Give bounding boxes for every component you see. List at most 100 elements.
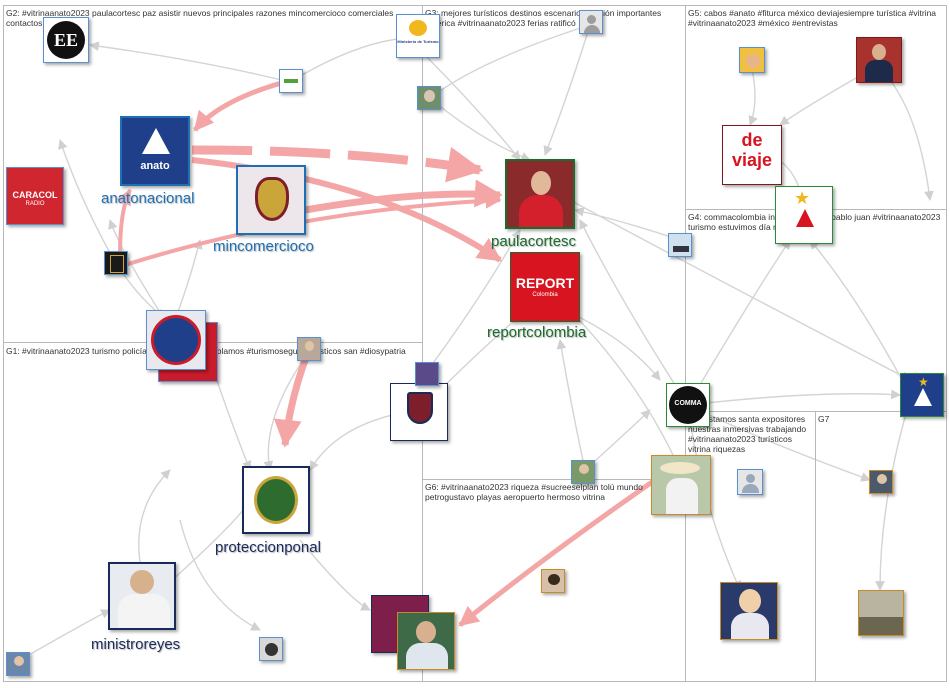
police-emblem-icon bbox=[254, 476, 298, 524]
avatar-body-icon bbox=[584, 25, 600, 33]
person-photo bbox=[265, 643, 278, 656]
node-brco[interactable] bbox=[104, 251, 128, 275]
edge-brco-anato bbox=[116, 188, 132, 256]
mintur-logo bbox=[409, 20, 427, 36]
cartoon-face bbox=[746, 54, 760, 68]
node-small-purple[interactable] bbox=[415, 362, 439, 386]
anato-a-icon bbox=[142, 128, 170, 154]
node-reportcolombia[interactable]: REPORT Colombia bbox=[510, 252, 580, 322]
person-photo bbox=[14, 656, 24, 666]
edge bbox=[429, 23, 591, 99]
edge-anato-paula bbox=[191, 145, 484, 183]
anato-logo-text: anato bbox=[140, 160, 170, 172]
person-photo-head bbox=[872, 44, 886, 60]
node-bogota-tourism[interactable]: ★ bbox=[775, 186, 833, 244]
comma-logo-text: COMMA bbox=[674, 400, 702, 407]
label-mincomercioco: mincomercioco bbox=[213, 238, 314, 255]
node-person-g7[interactable] bbox=[869, 470, 893, 494]
node-ship-g3[interactable] bbox=[668, 233, 692, 257]
person-photo bbox=[579, 464, 589, 474]
caracol-logo-text: CARACOL bbox=[12, 190, 58, 200]
node-paulacortesc[interactable] bbox=[505, 159, 575, 229]
node-anatonacional[interactable]: anato bbox=[120, 116, 190, 186]
edge-anato-top bbox=[193, 79, 286, 132]
edge bbox=[569, 199, 911, 381]
edge bbox=[424, 229, 521, 375]
person-photo bbox=[424, 90, 435, 102]
node-small-g6-top[interactable] bbox=[571, 460, 595, 484]
label-anatonacional: anatonacional bbox=[101, 190, 195, 207]
node-mintur[interactable]: Ministerio de Turismo bbox=[396, 14, 440, 58]
comma-logo bbox=[669, 386, 707, 424]
label-reportcolombia: reportcolombia bbox=[487, 324, 587, 341]
node-small-g1-top[interactable] bbox=[297, 337, 321, 361]
paula-photo-body bbox=[519, 195, 563, 227]
node-avatar-g8[interactable] bbox=[737, 469, 763, 495]
node-commacolombia[interactable]: COMMA bbox=[666, 383, 710, 427]
edge bbox=[574, 207, 681, 241]
group-label-g2: G2: #vitrinaanato2023 paulacortesc paz a… bbox=[6, 8, 394, 28]
group-label-g3: G3: mejores turísticos destinos escenari… bbox=[425, 8, 662, 28]
edge bbox=[299, 539, 371, 611]
person-photo-head bbox=[416, 621, 436, 643]
node-caracolradio[interactable]: CARACOL RADIO bbox=[6, 167, 64, 225]
hat-icon bbox=[660, 462, 700, 474]
group-label-g7: G7 bbox=[818, 414, 830, 424]
group-label-g8: G8: estamos santa expositores nuestras i… bbox=[688, 414, 807, 454]
group-panel-g7 bbox=[815, 411, 947, 682]
node-small-g1-bottom[interactable] bbox=[259, 637, 283, 661]
group-panel-g1 bbox=[3, 342, 423, 682]
brco-logo bbox=[110, 255, 124, 273]
node-person-g8[interactable] bbox=[720, 582, 778, 640]
edge bbox=[108, 219, 166, 321]
a-mark-icon bbox=[914, 388, 932, 406]
person-photo-body bbox=[666, 478, 698, 514]
edge bbox=[687, 389, 901, 406]
edge bbox=[89, 41, 291, 83]
edge bbox=[875, 399, 911, 591]
edge-small-proteccion bbox=[273, 353, 311, 448]
node-person-g3[interactable] bbox=[417, 86, 441, 110]
node-person-g5[interactable] bbox=[856, 37, 902, 83]
person-photo-body bbox=[865, 60, 893, 82]
label-proteccionponal: proteccionponal bbox=[215, 539, 321, 556]
node-elespectador[interactable]: EE bbox=[43, 17, 89, 63]
paula-photo-head bbox=[531, 171, 551, 195]
edge bbox=[579, 219, 689, 406]
node-bogota-blue[interactable]: ★ bbox=[900, 373, 944, 417]
node-small-g2-top[interactable] bbox=[279, 69, 303, 93]
node-landscape-g7[interactable] bbox=[858, 590, 904, 636]
coat-of-arms-icon bbox=[255, 177, 289, 221]
edge bbox=[179, 519, 261, 631]
star-icon-blue: ★ bbox=[918, 375, 929, 389]
edge bbox=[809, 239, 911, 396]
group-label-g5: G5: cabos #anato #fiturca méxico deviaje… bbox=[688, 8, 937, 28]
node-avatar-bottom-left[interactable] bbox=[6, 652, 30, 676]
node-ministroreyes[interactable] bbox=[108, 562, 176, 630]
edge bbox=[543, 24, 591, 156]
edge bbox=[584, 409, 651, 471]
node-sombrero[interactable] bbox=[651, 455, 711, 515]
deviaje-logo-text-1: de bbox=[741, 130, 763, 150]
node-small-g6-bottom[interactable] bbox=[541, 569, 565, 593]
edge bbox=[58, 139, 116, 263]
caracol-logo-sub: RADIO bbox=[25, 201, 45, 207]
person-photo bbox=[877, 474, 887, 484]
label-ministroreyes: ministroreyes bbox=[91, 636, 181, 653]
node-policia-turismo-front[interactable] bbox=[146, 310, 206, 370]
node-cartoon-g5[interactable] bbox=[739, 47, 765, 73]
bogota-mark bbox=[796, 209, 814, 227]
node-proteccionponal[interactable] bbox=[242, 466, 310, 534]
shield-icon bbox=[407, 392, 433, 424]
star-icon: ★ bbox=[794, 188, 811, 208]
node-shield-g1[interactable] bbox=[390, 383, 448, 441]
node-deviaje[interactable]: de viaje bbox=[722, 125, 782, 185]
landscape-photo bbox=[859, 617, 903, 635]
person-photo-body bbox=[118, 594, 170, 628]
node-avatar-g3-top[interactable] bbox=[579, 10, 603, 34]
node-person-g1-front[interactable] bbox=[397, 612, 455, 670]
ship-icon bbox=[673, 246, 689, 252]
node-mincomercioco[interactable] bbox=[236, 165, 306, 235]
police-badge-icon bbox=[151, 315, 201, 365]
person-photo bbox=[305, 341, 314, 351]
